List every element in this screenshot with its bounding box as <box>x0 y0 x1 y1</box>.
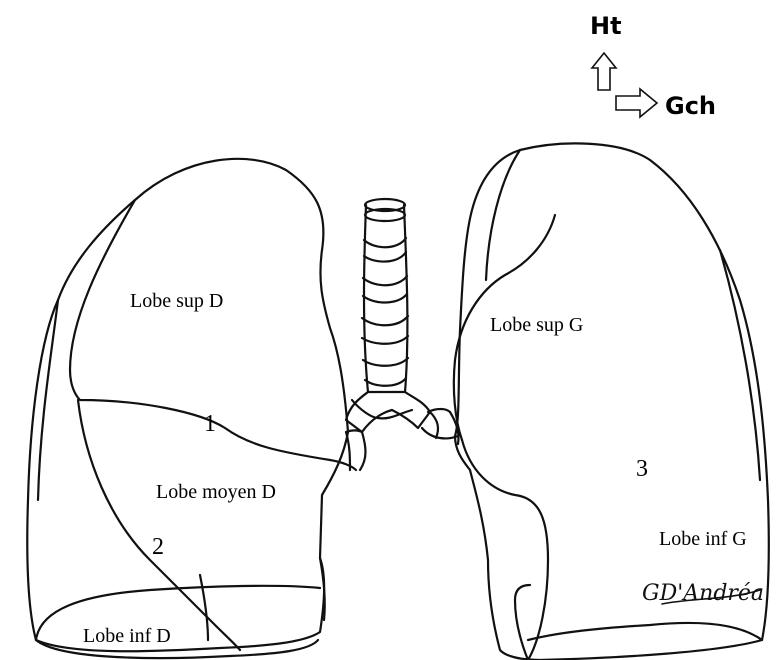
right-lung-outline <box>27 159 348 651</box>
trachea <box>346 199 459 470</box>
right-arrow-icon <box>616 89 657 117</box>
right-lung <box>27 159 356 658</box>
lobe-label-right-upper: Lobe sup D <box>130 290 223 312</box>
orientation-indicator: Ht Gch <box>590 12 716 120</box>
right-label: Gch <box>665 92 716 120</box>
up-label: Ht <box>590 12 622 40</box>
lobe-label-left-lower: Lobe inf G <box>659 528 747 550</box>
fissure-number-1: 1 <box>204 411 216 437</box>
lobe-label-right-middle: Lobe moyen D <box>156 481 276 503</box>
lobe-label-left-upper: Lobe sup G <box>490 314 583 336</box>
lobe-label-right-lower: Lobe inf D <box>83 625 171 647</box>
fissure-number-2: 2 <box>152 534 164 560</box>
fissure-3-line <box>462 440 548 660</box>
signature: GD'Andréa <box>642 581 764 606</box>
fissure-number-3: 3 <box>636 456 648 482</box>
up-arrow-icon <box>592 53 616 90</box>
fissure-2-line <box>78 400 240 650</box>
